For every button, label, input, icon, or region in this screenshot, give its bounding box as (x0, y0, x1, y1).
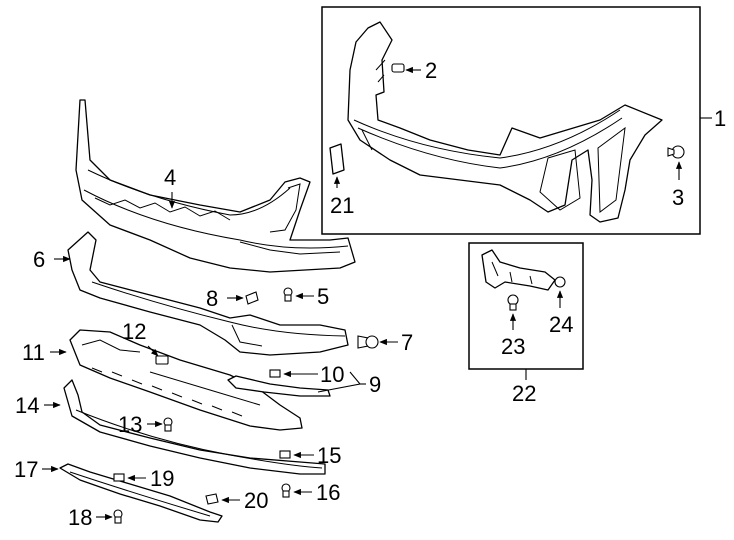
callout-9: 9 (369, 372, 381, 397)
callout-1: 1 (714, 106, 726, 131)
deflector-part-14 (63, 379, 326, 475)
callout-22: 22 (512, 381, 536, 406)
bracket-part-21 (329, 143, 345, 188)
callout-18: 18 (68, 505, 92, 530)
callout-11: 11 (22, 340, 45, 365)
callout-17: 17 (14, 457, 38, 482)
callout-21: 21 (330, 193, 354, 218)
callout-13: 13 (118, 412, 142, 437)
screw-part-5 (283, 287, 314, 302)
callout-8: 8 (206, 286, 218, 311)
clip-part-8 (227, 291, 259, 305)
bumper-cover (347, 21, 663, 223)
bolt-part-3 (667, 145, 685, 180)
clip-part-2 (391, 63, 421, 74)
clip-part-20 (205, 493, 240, 505)
absorber-part-4 (75, 99, 356, 273)
bolt-part-23 (507, 294, 519, 330)
callout-15: 15 (317, 443, 341, 468)
clip-part-12 (147, 345, 169, 365)
callout-23: 23 (501, 334, 525, 359)
clip-part-15 (279, 450, 314, 459)
callout-14: 14 (15, 393, 39, 418)
strip-part-10 (227, 369, 366, 397)
bracket-part-22 (481, 249, 556, 291)
bolt-part-7 (357, 335, 398, 349)
trim-part-17 (59, 463, 223, 523)
callout-20: 20 (244, 488, 268, 513)
callout-24: 24 (549, 312, 573, 337)
shield-part-11 (69, 329, 303, 431)
bumper-cover-group-box (321, 6, 701, 235)
callout-12: 12 (122, 319, 146, 344)
nut-part-24 (554, 276, 566, 308)
callout-3: 3 (672, 185, 684, 210)
screw-part-13 (147, 417, 173, 432)
callout-6: 6 (33, 247, 45, 272)
callout-19: 19 (150, 466, 174, 491)
screw-part-16 (281, 483, 312, 498)
beam-part-6 (67, 231, 349, 356)
callout-10: 10 (320, 362, 344, 387)
callout-16: 16 (316, 480, 340, 505)
callout-7: 7 (401, 330, 413, 355)
screw-part-18 (96, 509, 123, 524)
callout-4: 4 (164, 165, 176, 190)
clip-part-19 (113, 473, 146, 482)
callout-5: 5 (317, 284, 329, 309)
callout-2: 2 (425, 58, 437, 83)
